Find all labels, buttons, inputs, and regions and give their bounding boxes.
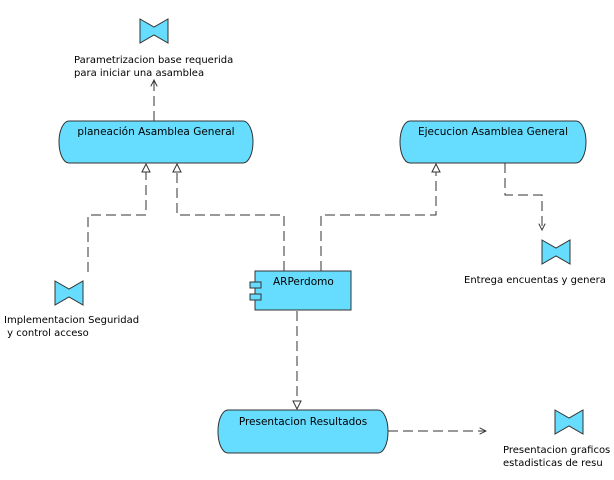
event-icon-implementacion	[54, 280, 84, 306]
component-title: ARPerdomo	[273, 276, 334, 288]
event-icon-presentacion-graficos	[554, 409, 584, 435]
connector-component-to-ejecucion	[320, 164, 436, 271]
event-label-presentacion-graficos-line1: Presentacion graficos	[503, 445, 611, 456]
service-ejecucion-shape[interactable]	[399, 120, 587, 164]
component-port-icon	[249, 293, 262, 301]
event-label-parametrizacion-line1: Parametrizacion base requerida	[74, 55, 234, 66]
service-planeacion-shape[interactable]	[58, 120, 254, 164]
event-label-presentacion-graficos-line2: estadisticas de resu	[503, 458, 603, 469]
connector-component-to-planeacion	[177, 164, 285, 271]
component-port-icon	[249, 281, 262, 289]
component-arperdomo[interactable]	[249, 270, 352, 311]
event-label-implementacion-line2: y control acceso	[4, 328, 89, 339]
event-label-parametrizacion-line2: para iniciar una asamblea	[74, 68, 205, 79]
event-icon-parametrizacion	[139, 18, 169, 44]
service-ejecucion-title: Ejecucion Asamblea General	[417, 126, 569, 138]
connector-ejecucion-to-entrega	[504, 163, 542, 230]
event-label-entrega: Entrega encuentas y genera	[464, 275, 606, 286]
service-presentacion-title: Presentacion Resultados	[238, 416, 368, 428]
service-planeacion-title: planeación Asamblea General	[77, 126, 235, 138]
connector-implementacion-to-planeacion	[87, 164, 146, 272]
event-label-implementacion-line1: Implementacion Seguridad	[4, 315, 140, 326]
event-icon-entrega	[541, 239, 571, 265]
